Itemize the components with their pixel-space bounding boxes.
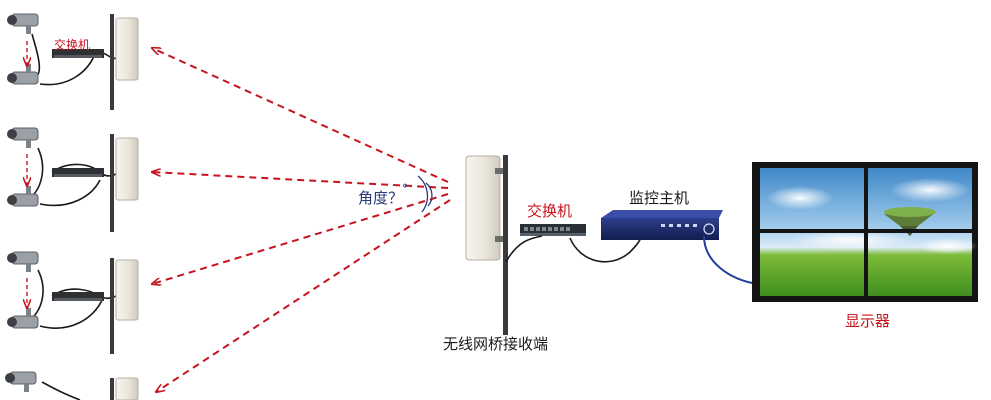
wireless-antenna-icon [115,137,139,201]
site-3 [7,251,139,354]
cable [569,235,643,263]
network-switch-icon [52,292,104,301]
angle-arc [425,182,433,207]
wireless-link-2 [152,172,449,189]
wireless-antenna-icon [115,17,139,81]
angle-degree-symbol: ° [402,182,408,196]
cable [29,269,44,321]
display-label: 显示器 [845,312,891,330]
center-switch-label: 交换机 [527,202,573,220]
network-switch-icon [520,224,586,236]
cctv-camera-icon [7,308,39,329]
wireless-antenna-icon [115,377,139,400]
wireless-link-1 [152,48,449,183]
site-4 [5,371,139,400]
receiver-antenna [465,155,508,335]
wireless-antenna-icon [465,155,501,261]
network-switch-icon [52,49,104,58]
cctv-camera-icon [7,186,39,207]
cable [39,179,101,207]
cctv-camera-icon [7,13,39,34]
wireless-links [152,48,451,392]
cctv-camera-icon [5,371,37,392]
wireless-antenna-icon [115,259,139,321]
pole [110,378,114,400]
pole [110,134,114,232]
hdmi-cable [703,235,759,285]
angle-arc [417,175,429,213]
pole [503,155,508,335]
video-wall-icon [752,162,978,302]
site-2 [7,127,139,232]
cable [39,299,103,329]
pole [110,258,114,354]
monitor-host-label: 监控主机 [629,189,690,207]
cctv-camera-icon [7,64,39,85]
network-switch-icon [52,168,104,177]
pole [110,14,114,110]
site-1 [7,13,139,110]
site-switch-label: 交换机 [54,38,91,52]
floating-island [884,207,936,236]
cable [505,235,543,263]
cctv-camera-icon [7,127,39,148]
nvr-recorder-icon [601,210,723,240]
bridge-receiver-label: 无线网桥接收端 [443,335,549,353]
wireless-link-4 [156,199,451,392]
angle-label: 角度？ [358,189,404,207]
cable [41,381,81,400]
wireless-link-3 [152,193,449,284]
cable [39,55,95,86]
cable [29,147,44,199]
cctv-camera-icon [7,251,39,272]
